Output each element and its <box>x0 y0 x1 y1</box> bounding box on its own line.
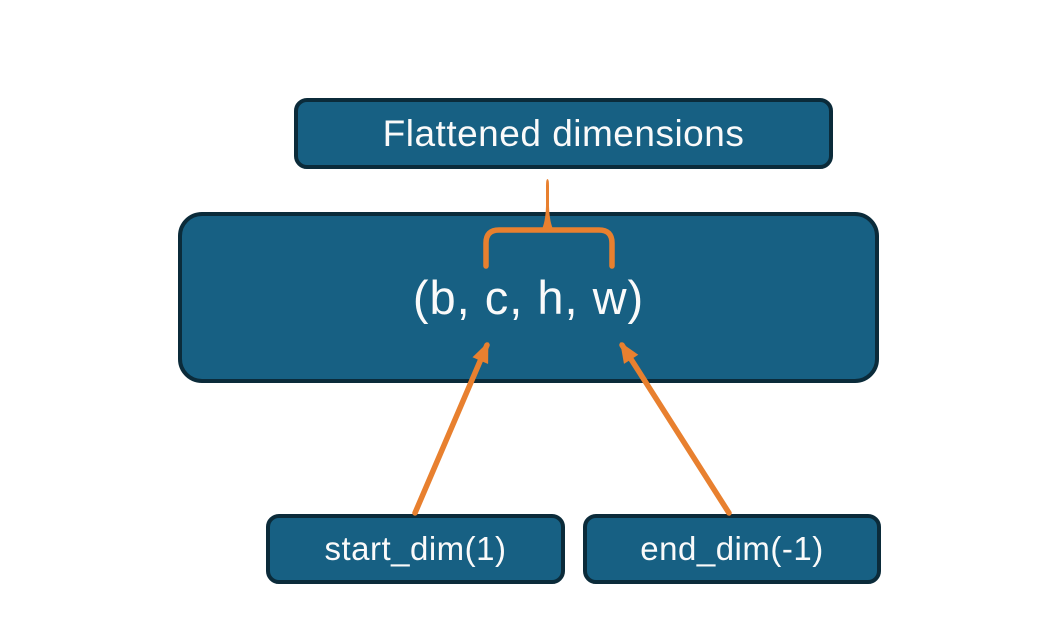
flattened-dimensions-label: Flattened dimensions <box>382 112 745 154</box>
start-dim-label: start_dim(1) <box>324 530 507 567</box>
node-tensor-shape: (b, c, h, w) <box>178 212 879 383</box>
node-end-dim: end_dim(-1) <box>583 514 881 584</box>
tensor-shape-label: (b, c, h, w) <box>412 271 645 324</box>
node-flattened-dimensions: Flattened dimensions <box>294 98 833 169</box>
end-dim-label: end_dim(-1) <box>640 530 824 567</box>
node-start-dim: start_dim(1) <box>266 514 565 584</box>
